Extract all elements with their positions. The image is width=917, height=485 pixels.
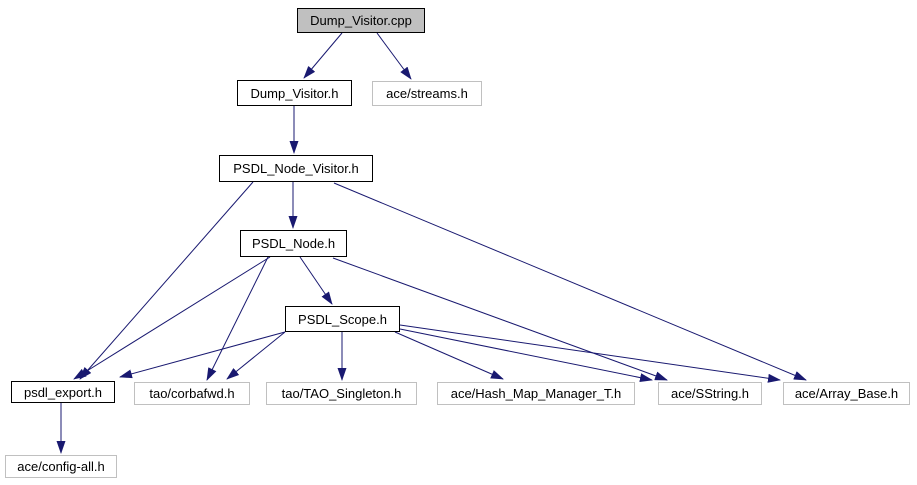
node-label: PSDL_Node_Visitor.h: [233, 161, 359, 176]
edge-dump-visitor-cpp-to-ace-streams-h: [376, 32, 412, 80]
node-label: PSDL_Scope.h: [298, 311, 387, 327]
node-label: psdl_export.h: [23, 384, 103, 400]
node-dump-visitor-cpp: Dump_Visitor.cpp: [297, 8, 425, 33]
node-label: ace/SString.h: [670, 386, 750, 401]
edge-psdl-node-visitor-h-to-psdl-export-h: [79, 181, 254, 380]
node-label: ace/config-all.h: [17, 459, 105, 474]
edge-psdl-scope-h-to-psdl-export-h: [119, 331, 286, 379]
node-label: ace/Array_Base.h: [794, 386, 899, 401]
node-ace-streams-h: ace/streams.h: [372, 81, 482, 106]
node-dump-visitor-h[interactable]: Dump_Visitor.h: [237, 80, 352, 106]
edge-psdl-node-visitor-h-to-ace-array-base-h: [333, 182, 807, 381]
node-label: Dump_Visitor.cpp: [310, 13, 412, 28]
edge-dump-visitor-cpp-to-dump-visitor-h: [303, 32, 343, 79]
edge-psdl-node-h-to-psdl-scope-h: [299, 256, 333, 305]
node-ace-hash-map-manager-t-h: ace/Hash_Map_Manager_T.h: [437, 382, 635, 405]
node-psdl-node-visitor-h[interactable]: PSDL_Node_Visitor.h: [219, 155, 373, 182]
edge-psdl-node-h-to-psdl-export-h: [73, 256, 271, 380]
node-ace-array-base-h: ace/Array_Base.h: [783, 382, 910, 405]
node-psdl-export-h[interactable]: psdl_export.h: [11, 381, 115, 403]
node-psdl-node-h[interactable]: PSDL_Node.h: [240, 230, 347, 257]
node-label: ace/Hash_Map_Manager_T.h: [450, 386, 622, 401]
node-ace-config-all-h: ace/config-all.h: [5, 455, 117, 478]
node-label: tao/corbafwd.h: [149, 386, 235, 401]
node-tao-corbafwd-h: tao/corbafwd.h: [134, 382, 250, 405]
edge-psdl-scope-h-to-tao-corbafwd-h: [226, 331, 286, 380]
edge-psdl-node-h-to-tao-corbafwd-h: [206, 256, 269, 381]
edge-psdl-scope-h-to-ace-hash-map-manager-t-h: [394, 331, 504, 380]
node-label: PSDL_Node.h: [251, 236, 336, 251]
node-label: Dump_Visitor.h: [250, 85, 339, 101]
edge-psdl-scope-h-to-ace-sstring-h: [399, 328, 653, 383]
node-psdl-scope-h[interactable]: PSDL_Scope.h: [285, 306, 400, 332]
edge-psdl-scope-h-to-ace-array-base-h: [399, 324, 781, 383]
node-label: tao/TAO_Singleton.h: [281, 386, 402, 401]
node-label: ace/streams.h: [386, 86, 468, 101]
node-ace-sstring-h: ace/SString.h: [658, 382, 762, 405]
node-tao-tao-singleton-h: tao/TAO_Singleton.h: [266, 382, 417, 405]
